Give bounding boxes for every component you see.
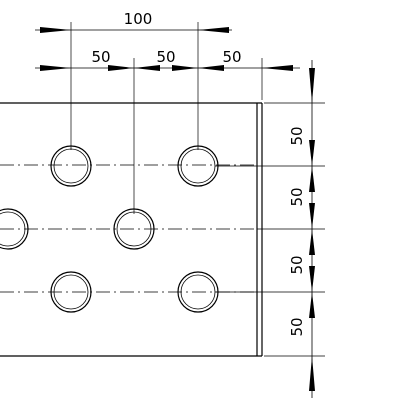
center-lines <box>0 164 255 293</box>
top-extension-lines <box>70 22 263 214</box>
dimension-label: 50 <box>156 48 175 66</box>
hole <box>50 271 92 313</box>
plate-outline <box>0 102 263 357</box>
hole <box>177 145 219 187</box>
dimension-right-chain: 50 50 50 50 <box>288 60 315 398</box>
dimension-label: 50 <box>222 48 241 66</box>
dimension-label: 50 <box>91 48 110 66</box>
dimension-label: 50 <box>288 317 306 336</box>
dimension-label: 50 <box>288 126 306 145</box>
dimension-label: 50 <box>288 255 306 274</box>
hole <box>50 145 92 187</box>
hole-partial <box>0 208 29 250</box>
dimension-label: 100 <box>124 10 153 28</box>
dimension-label: 50 <box>288 187 306 206</box>
dimension-top-spacings: 50 50 50 <box>35 48 300 71</box>
right-extension-lines <box>215 102 325 357</box>
dimension-top-overall: 100 <box>35 10 232 33</box>
